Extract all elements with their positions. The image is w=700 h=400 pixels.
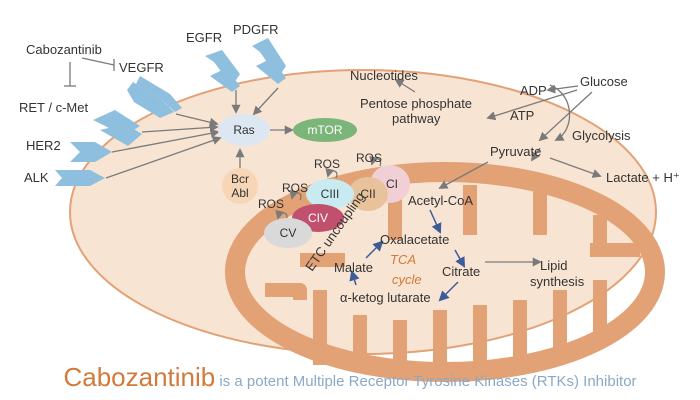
tca-label: TCA xyxy=(390,252,416,267)
footer-description: is a potent Multiple Receptor Tyrosine K… xyxy=(215,373,637,390)
signaling-arrows xyxy=(105,87,294,179)
ros-label-ci: ROS xyxy=(356,151,382,165)
ras-label: Ras xyxy=(233,123,254,137)
metabolism-arrows xyxy=(394,79,602,267)
egfr-label: EGFR xyxy=(186,30,222,45)
abl-label: Abl xyxy=(231,186,248,200)
akg-label: α-ketog lutarate xyxy=(340,290,431,305)
inhibition-lines xyxy=(64,57,115,87)
ret-cmet-label: RET / c-Met xyxy=(19,100,88,115)
alk-label: ALK xyxy=(24,170,49,185)
pdgfr-label: PDGFR xyxy=(233,22,279,37)
tca-arrows xyxy=(349,209,466,302)
mitochondrion xyxy=(225,162,665,382)
vegfr-label: VEGFR xyxy=(119,60,164,75)
ros-label-civ: ROS xyxy=(282,181,308,195)
glycolysis-label: Glycolysis xyxy=(572,128,631,143)
cabozantinib-label: Cabozantinib xyxy=(26,42,102,57)
mtor-label: mTOR xyxy=(307,123,342,137)
complex-cii xyxy=(348,177,388,211)
ciii-label: CIII xyxy=(321,187,340,201)
cii-label: CII xyxy=(360,187,375,201)
complex-ciii xyxy=(306,179,354,209)
civ-label: CIV xyxy=(308,211,328,225)
lipid-label-line1: Lipid xyxy=(540,258,567,273)
receptor-pdgfr xyxy=(252,38,286,84)
complex-cv xyxy=(264,218,312,248)
ci-label: CI xyxy=(386,177,398,191)
footer-caption: Cabozantinib is a potent Multiple Recept… xyxy=(0,362,700,393)
malate-label: Malate xyxy=(334,260,373,275)
receptor-ret-cmet xyxy=(93,110,142,146)
receptor-egfr xyxy=(205,50,240,92)
pentose-label-line2: pathway xyxy=(392,111,441,126)
lipid-label-line2: synthesis xyxy=(530,274,585,289)
glucose-label: Glucose xyxy=(580,74,628,89)
adp-label: ADP xyxy=(520,83,547,98)
lactate-label: Lactate + H⁺ xyxy=(606,170,680,185)
citrate-label: Citrate xyxy=(442,264,480,279)
ros-label-ciii: ROS xyxy=(314,157,340,171)
pentose-label-line1: Pentose phosphate xyxy=(360,96,472,111)
acetyl-coa-label: Acetyl-CoA xyxy=(408,193,473,208)
receptor-vegfr xyxy=(127,76,182,118)
receptor-her2 xyxy=(70,142,112,162)
bcr-abl-node xyxy=(222,168,258,204)
bcr-label: Bcr xyxy=(231,172,249,186)
pyruvate-label: Pyruvate xyxy=(490,144,541,159)
atp-label: ATP xyxy=(510,108,534,123)
ros-label-cv: ROS xyxy=(258,197,284,211)
mtor-node xyxy=(293,118,357,142)
cycle-label: cycle xyxy=(392,272,422,287)
ras-node xyxy=(218,114,270,146)
nucleotides-label: Nucleotides xyxy=(350,68,418,83)
footer-drug-name: Cabozantinib xyxy=(63,362,216,392)
receptor-alk xyxy=(55,170,105,186)
cv-label: CV xyxy=(280,226,297,240)
oxalacetate-label: Oxalacetate xyxy=(380,232,449,247)
her2-label: HER2 xyxy=(26,138,61,153)
